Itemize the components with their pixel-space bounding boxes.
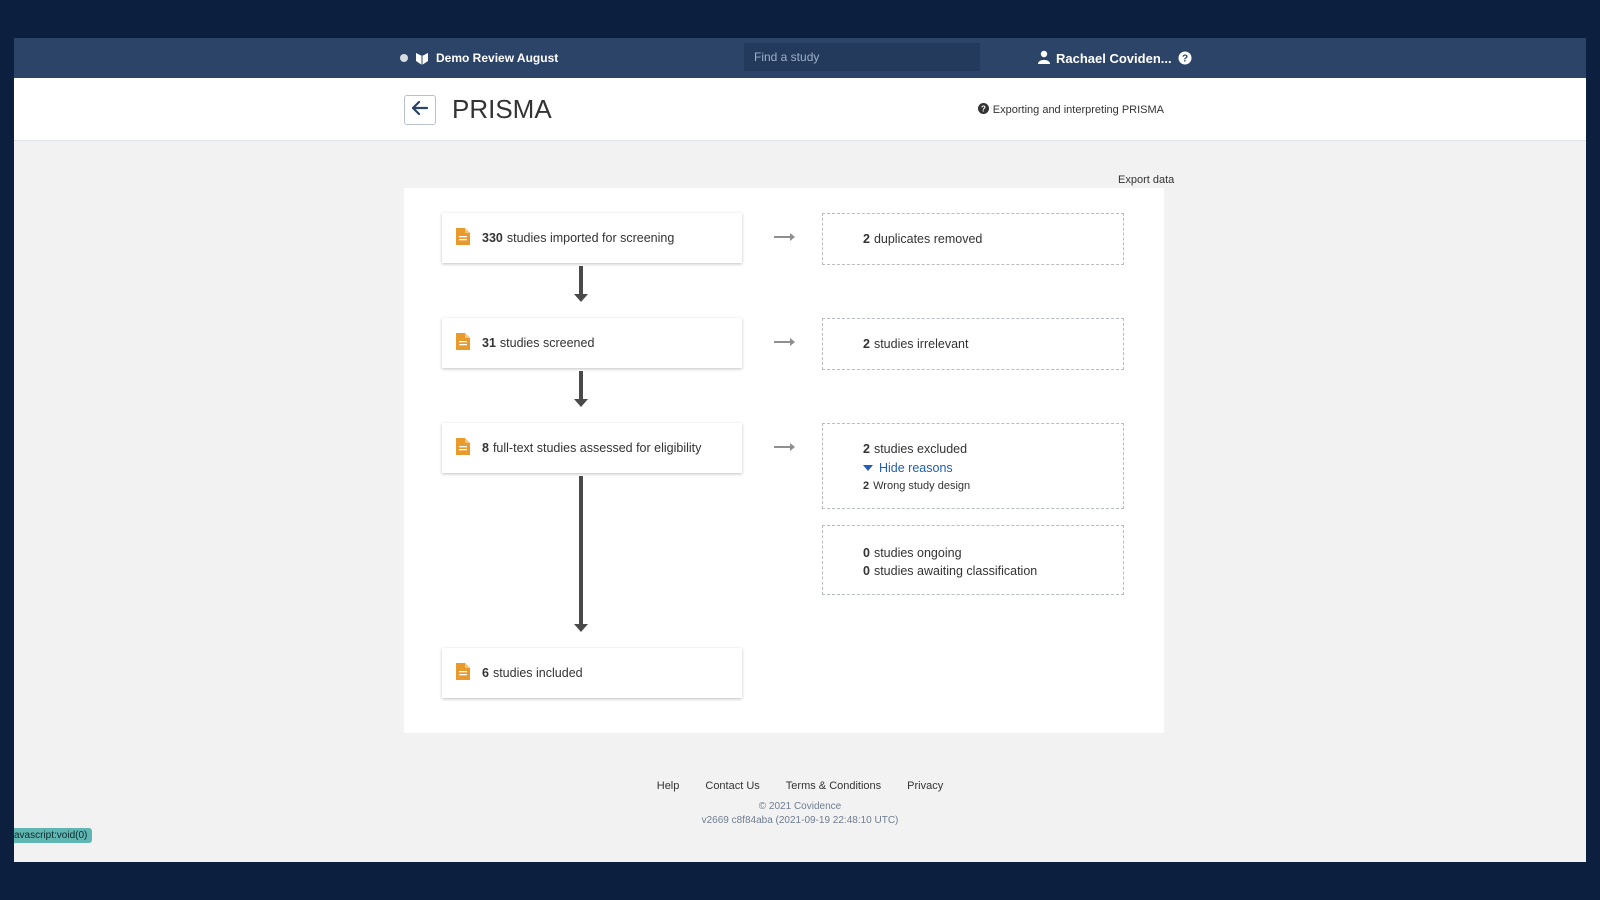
review-name: Demo Review August [436,51,559,65]
footer-help-link[interactable]: Help [656,780,680,792]
document-icon [456,333,470,353]
app-window: Demo Review August Rachael Coviden... ? … [14,38,1586,862]
right-arrow [774,443,795,451]
prisma-help-link[interactable]: ? Exporting and interpreting PRISMA [977,103,1164,117]
ongoing-count: 0 [863,546,870,560]
duplicates-count: 2 [863,232,870,246]
footer-version: v2669 c8f84aba (2021-09-19 22:48:10 UTC) [701,815,899,826]
screened-count: 31 [482,336,496,350]
reason-label: Wrong study design [873,480,971,492]
user-icon [1038,50,1050,67]
excluded-label: studies excluded [873,442,968,456]
irrelevant-label: studies irrelevant [873,337,969,351]
page-header: PRISMA ? Exporting and interpreting PRIS… [14,78,1586,141]
hide-reasons-toggle[interactable]: Hide reasons [863,461,1123,475]
help-icon[interactable]: ? [1178,51,1192,65]
right-arrow [774,338,795,346]
screened-label: studies screened [499,336,595,350]
user-menu[interactable]: Rachael Coviden... ? [1038,38,1192,78]
down-arrow [574,476,588,632]
footer-links: Help Contact Us Terms & Conditions Priva… [14,780,1586,792]
status-dot [400,54,408,62]
footer-terms-link[interactable]: Terms & Conditions [785,780,882,792]
fulltext-count: 8 [482,441,489,455]
reason-count: 2 [863,480,870,492]
excluded-count: 2 [863,442,870,456]
included-count: 6 [482,666,489,680]
footer-privacy-link[interactable]: Privacy [907,780,944,792]
hide-reasons-label: Hide reasons [879,461,953,475]
covidence-logo-icon [414,50,430,66]
down-arrow [574,266,588,302]
export-data-link[interactable]: Export data [1118,174,1175,186]
review-switcher[interactable]: Demo Review August [400,38,558,78]
back-button[interactable] [404,95,436,125]
awaiting-label: studies awaiting classification [873,564,1038,578]
included-label: studies included [492,666,583,680]
arrow-left-icon [411,100,429,120]
footer-contact-link[interactable]: Contact Us [705,780,760,792]
top-nav-bar: Demo Review August Rachael Coviden... ? [14,38,1586,78]
irrelevant-count: 2 [863,337,870,351]
svg-text:?: ? [981,105,986,114]
document-icon [456,438,470,458]
find-study-search-input[interactable] [744,43,980,71]
caret-down-icon [863,465,873,471]
fulltext-label: full-text studies assessed for eligibili… [492,441,702,455]
prisma-help-label: Exporting and interpreting PRISMA [992,104,1164,116]
svg-text:?: ? [1182,54,1188,65]
imported-count: 330 [482,231,503,245]
imported-label: studies imported for screening [506,231,675,245]
document-icon [456,663,470,683]
user-name: Rachael Coviden... [1056,50,1172,66]
status-bar-url: avascript:void(0) [14,828,93,843]
page-title: PRISMA [452,94,552,124]
awaiting-count: 0 [863,564,870,578]
footer-copyright: © 2021 Covidence [758,801,842,812]
down-arrow [574,371,588,407]
duplicates-label: duplicates removed [873,232,983,246]
right-arrow [774,233,795,241]
ongoing-label: studies ongoing [873,546,962,560]
document-icon [456,228,470,248]
question-circle-icon: ? [977,103,989,117]
